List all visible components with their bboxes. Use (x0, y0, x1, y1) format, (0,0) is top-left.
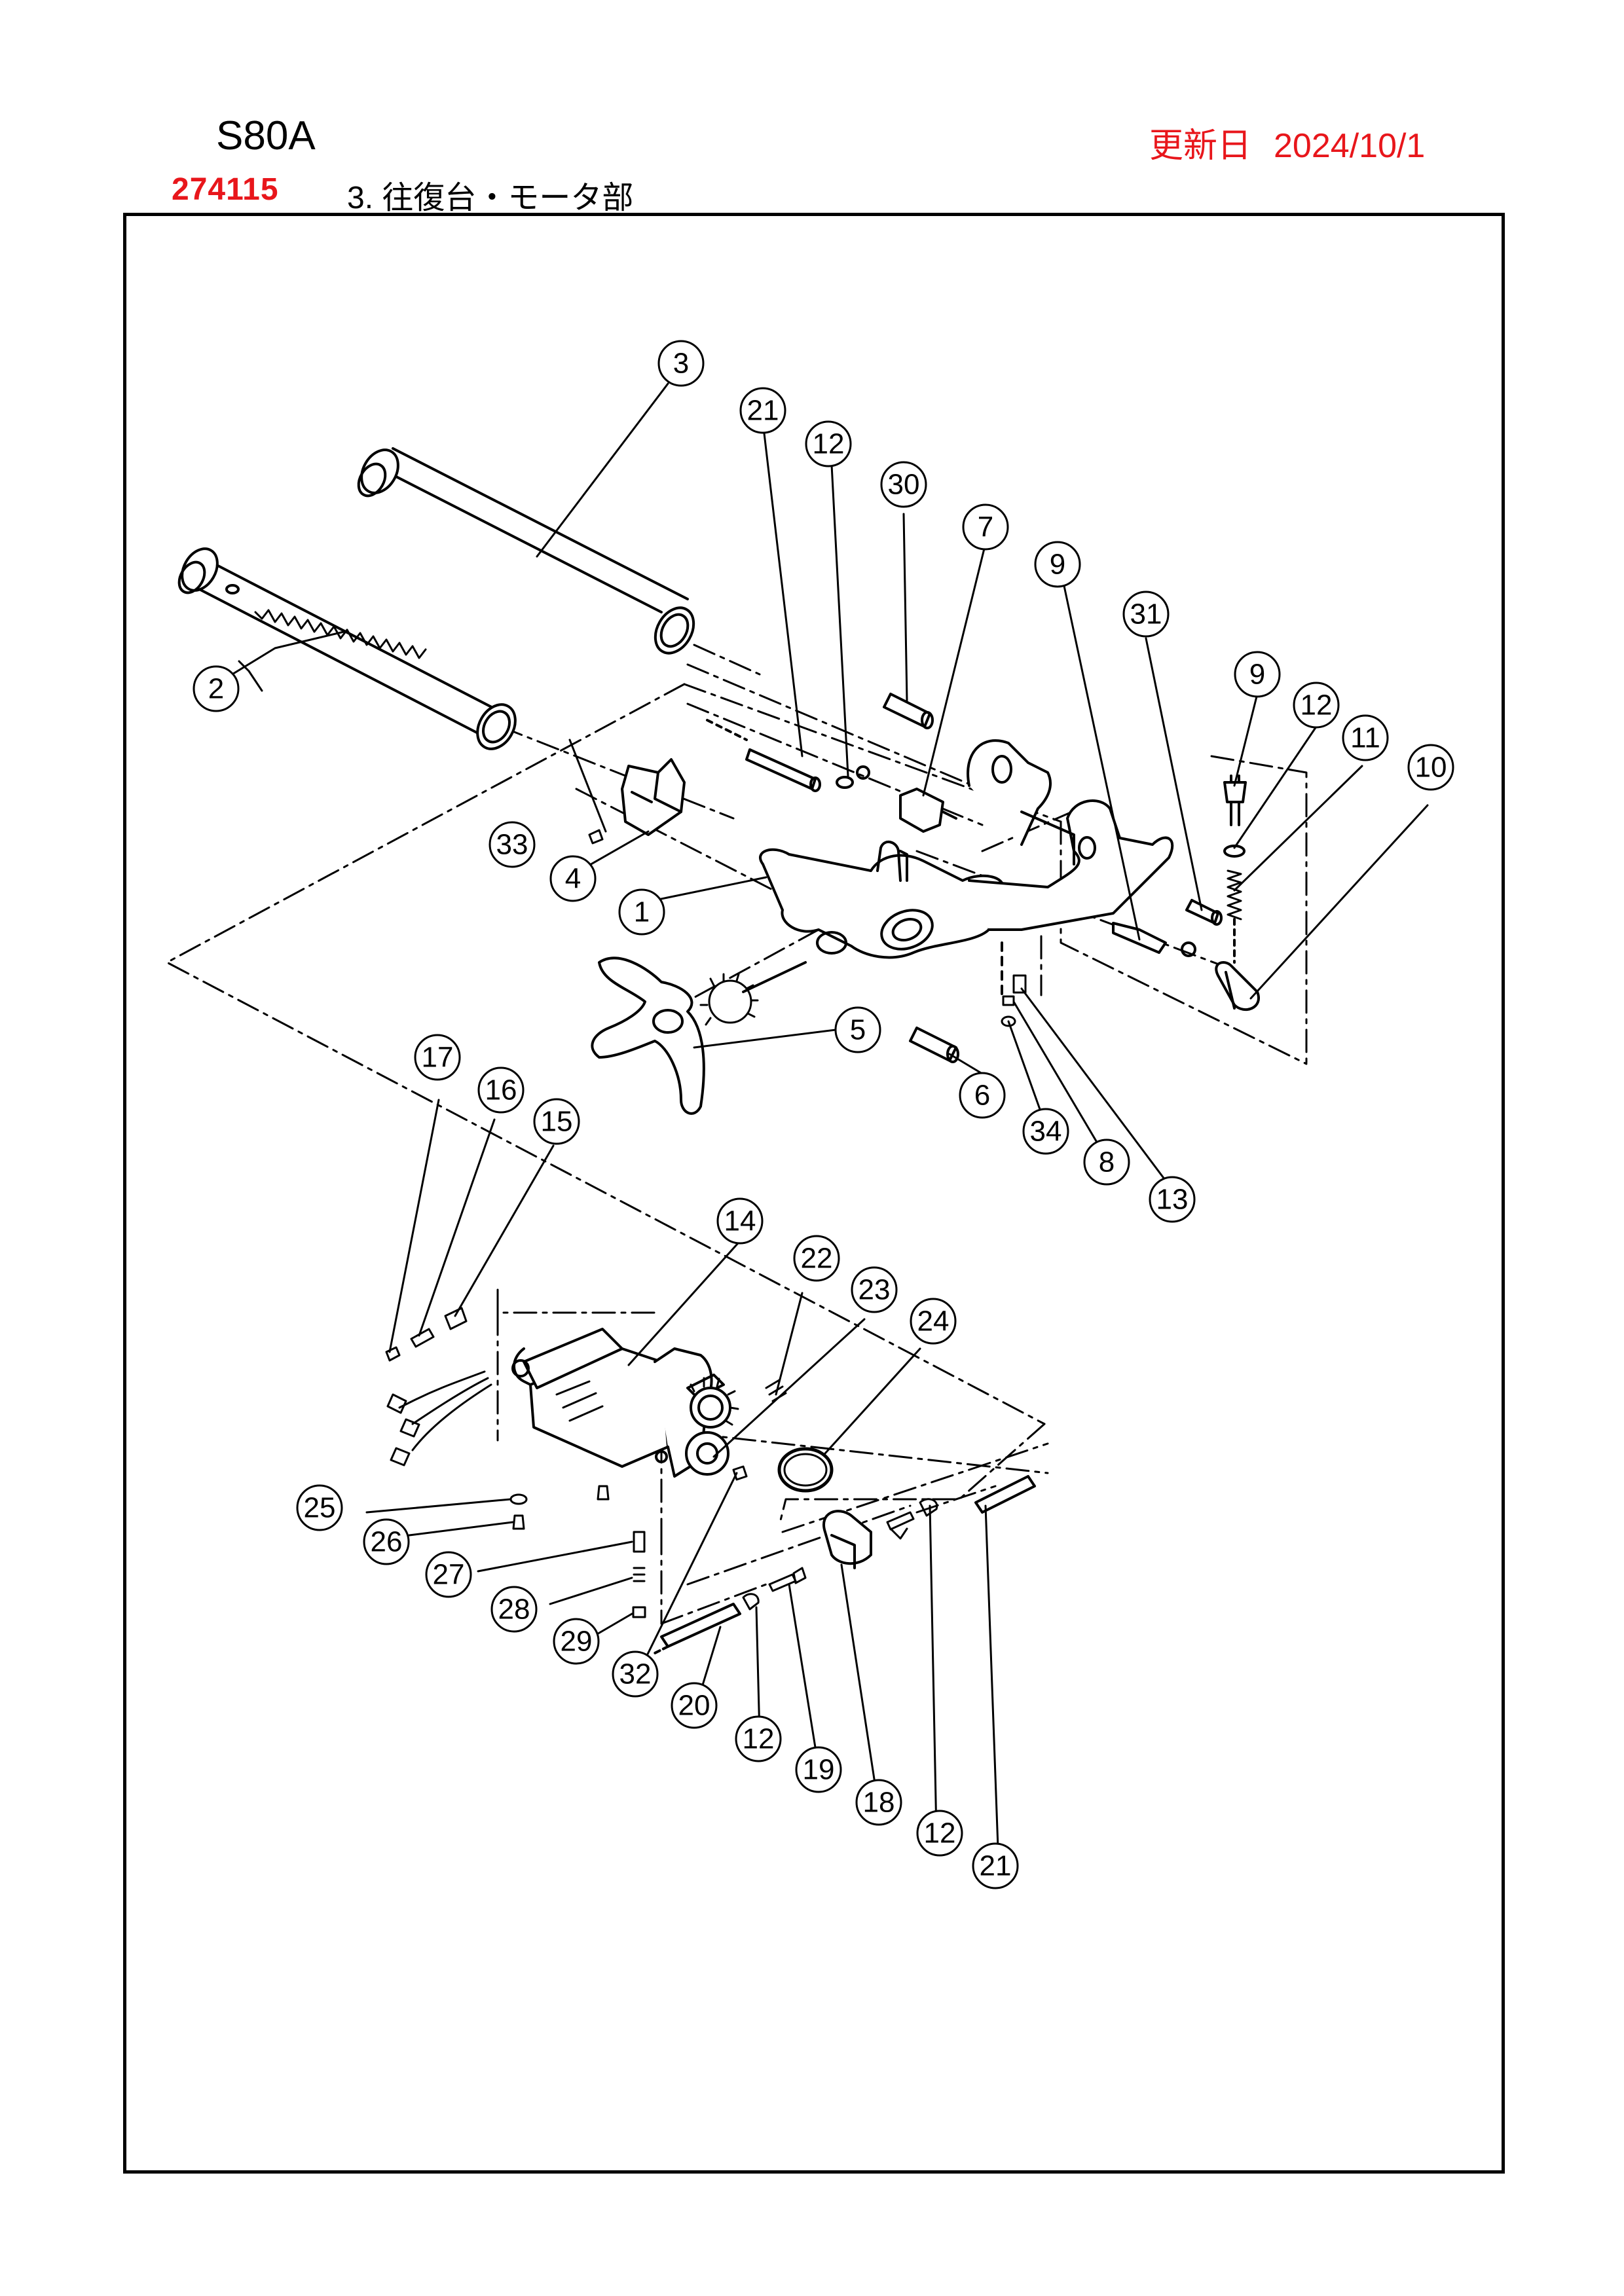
update-date-value: 2024/10/1 (1274, 127, 1426, 165)
callout-26: 26 (371, 1526, 403, 1558)
carriage-part-1 (759, 739, 1174, 996)
callout-28: 28 (498, 1594, 530, 1626)
callout-22: 22 (801, 1243, 833, 1275)
shaft-part-2 (177, 547, 517, 750)
pins (706, 693, 1260, 1063)
callout-11: 11 (1350, 722, 1380, 754)
callout-30: 30 (888, 469, 920, 501)
callout-12: 12 (924, 1817, 956, 1850)
callout-3: 3 (673, 348, 689, 380)
callout-17: 17 (422, 1042, 454, 1074)
motor-part-14 (386, 1328, 739, 1478)
bolt-spring-stack (1223, 774, 1247, 964)
callout-9: 9 (1249, 659, 1265, 691)
knob-part-5 (591, 957, 807, 1115)
callout-15: 15 (541, 1106, 573, 1138)
callout-9: 9 (1050, 549, 1065, 581)
update-date: 更新日 2024/10/1 (1149, 118, 1425, 167)
callout-25: 25 (304, 1492, 336, 1524)
callout-12: 12 (1301, 689, 1333, 721)
callout-32: 32 (619, 1658, 652, 1690)
callout-5: 5 (850, 1014, 866, 1046)
model-name: S80A (216, 113, 316, 158)
callout-23: 23 (858, 1274, 891, 1306)
part-code: 274115 (172, 172, 279, 207)
callout-10: 10 (1415, 752, 1447, 784)
bracket-part-4 (621, 758, 686, 836)
callout-6: 6 (974, 1080, 990, 1112)
callout-13: 13 (1156, 1184, 1189, 1216)
shaft-part-3 (357, 447, 761, 676)
callout-21: 21 (747, 395, 779, 427)
callout-33: 33 (496, 829, 528, 861)
exploded-parts-diagram: 3 21 12 30 7 9 31 9 12 11 10 2 33 4 1 5 … (166, 340, 1454, 1889)
callout-12: 12 (813, 428, 845, 460)
lower-right-parts (654, 1475, 1036, 1654)
leader-lines (215, 382, 1429, 1867)
callout-27: 27 (433, 1559, 465, 1591)
callout-4: 4 (565, 863, 581, 895)
callout-29: 29 (561, 1626, 593, 1658)
callout-14: 14 (724, 1205, 756, 1237)
callout-31: 31 (1130, 598, 1162, 630)
section-title: 3. 往復台・モータ部 (347, 181, 634, 215)
callout-8: 8 (1099, 1146, 1115, 1178)
callout-20: 20 (678, 1690, 710, 1722)
diagram-frame (123, 213, 1505, 2174)
small-screws (588, 829, 1027, 1027)
callout-circles (193, 340, 1454, 1889)
callout-24: 24 (917, 1305, 950, 1338)
callout-16: 16 (485, 1074, 517, 1106)
update-label: 更新日 (1149, 127, 1252, 165)
callout-2: 2 (208, 673, 224, 705)
callout-18: 18 (863, 1787, 895, 1819)
callout-34: 34 (1030, 1116, 1062, 1148)
callout-7: 7 (978, 511, 993, 543)
callout-19: 19 (803, 1754, 835, 1786)
callout-21: 21 (980, 1850, 1012, 1882)
callout-1: 1 (634, 896, 650, 928)
callout-12: 12 (743, 1723, 775, 1755)
